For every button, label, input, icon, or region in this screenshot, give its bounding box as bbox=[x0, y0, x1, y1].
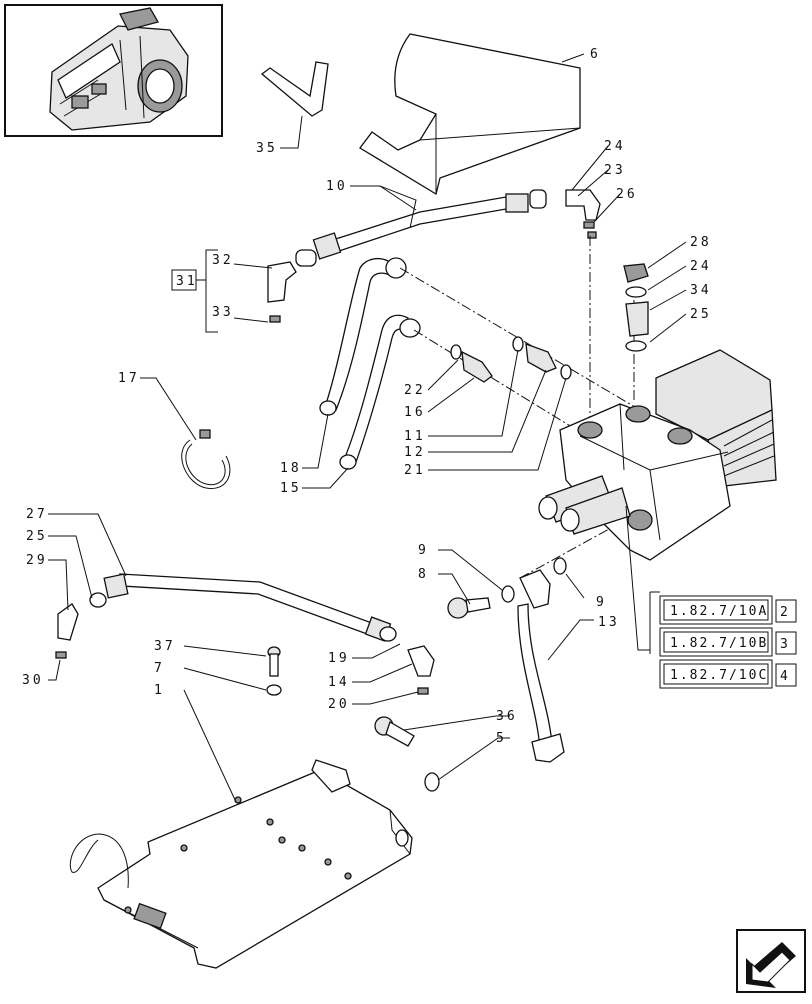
callout-18: 18 bbox=[280, 461, 302, 476]
leader-lines bbox=[48, 53, 687, 803]
reference-code: 1.82.7/10C bbox=[670, 668, 768, 683]
callout-5: 5 bbox=[496, 731, 507, 746]
reference-10b[interactable]: 1.82.7/10B 3 bbox=[659, 627, 797, 657]
callout-9-right: 9 bbox=[596, 595, 607, 610]
transmission-housing-thumbnail bbox=[4, 4, 223, 137]
callout-37: 37 bbox=[154, 639, 176, 654]
callout-12: 12 bbox=[404, 445, 426, 460]
reference-10a[interactable]: 1.82.7/10A 2 bbox=[659, 595, 797, 625]
pipe-part-13 bbox=[517, 569, 565, 763]
callout-30: 30 bbox=[22, 673, 44, 688]
next-page-arrow-icon[interactable] bbox=[736, 929, 806, 993]
callout-24-top: 24 bbox=[604, 139, 626, 154]
pipe-assembly-part-10 bbox=[295, 189, 601, 267]
group-bracket-31 bbox=[171, 249, 218, 333]
callout-20: 20 bbox=[328, 697, 350, 712]
reference-code: 1.82.7/10B bbox=[670, 636, 768, 651]
callout-labels: 6 35 10 24 23 26 32 31 33 28 24 34 25 17… bbox=[22, 47, 712, 746]
callout-29: 29 bbox=[26, 553, 48, 568]
callout-11: 11 bbox=[404, 429, 426, 444]
callout-34: 34 bbox=[690, 283, 712, 298]
screw-part-37-washer-part-7 bbox=[266, 646, 282, 696]
callout-7: 7 bbox=[154, 661, 165, 676]
callout-26: 26 bbox=[616, 187, 638, 202]
elbow-fitting-parts-32-33 bbox=[267, 261, 297, 323]
assembly-guide-lines bbox=[399, 236, 641, 579]
callout-1: 1 bbox=[154, 683, 165, 698]
callout-24-right: 24 bbox=[690, 259, 712, 274]
callout-10: 10 bbox=[326, 179, 348, 194]
cross-reference-table[interactable]: 1.82.7/10A 2 1.82.7/10B 3 1.82.7/10C 4 bbox=[649, 591, 797, 689]
reference-10c[interactable]: 1.82.7/10C 4 bbox=[659, 659, 797, 689]
fitting-stack-parts-28-24-34-25 bbox=[623, 263, 649, 352]
callout-35: 35 bbox=[256, 141, 278, 156]
cover-plate-part-6 bbox=[359, 33, 581, 196]
callout-33: 33 bbox=[212, 305, 234, 320]
control-valve-block bbox=[538, 349, 777, 561]
reference-sheet: 3 bbox=[780, 637, 791, 652]
callout-28: 28 bbox=[690, 235, 712, 250]
fittings-parts-22-16-11-12-21 bbox=[450, 336, 572, 383]
callout-27: 27 bbox=[26, 507, 48, 522]
callout-15: 15 bbox=[280, 481, 302, 496]
reference-sheet: 2 bbox=[780, 605, 791, 620]
reference-code: 1.82.7/10A bbox=[670, 604, 768, 619]
callout-19: 19 bbox=[328, 651, 350, 666]
callout-22: 22 bbox=[404, 383, 426, 398]
callout-25-right: 25 bbox=[690, 307, 712, 322]
pipes-parts-18-15 bbox=[319, 257, 421, 470]
callout-31: 31 bbox=[176, 274, 198, 289]
banjo-screw-part-8 bbox=[447, 557, 567, 619]
callout-25-left: 25 bbox=[26, 529, 48, 544]
reference-sheet: 4 bbox=[780, 669, 791, 684]
callout-8: 8 bbox=[418, 567, 429, 582]
callout-21: 21 bbox=[404, 463, 426, 478]
screw-part-36-washer-part-5 bbox=[374, 716, 440, 792]
callout-17: 17 bbox=[118, 371, 140, 386]
callout-13: 13 bbox=[598, 615, 620, 630]
callout-14: 14 bbox=[328, 675, 350, 690]
callout-36: 36 bbox=[496, 709, 518, 724]
callout-32: 32 bbox=[212, 253, 234, 268]
mounting-plate-part-1 bbox=[69, 759, 413, 969]
callout-9-left: 9 bbox=[418, 543, 429, 558]
bent-strap-part-35 bbox=[260, 61, 329, 117]
callout-23: 23 bbox=[604, 163, 626, 178]
pipe-assembly-part-27 bbox=[55, 573, 435, 695]
hose-clip-part-17 bbox=[181, 429, 231, 490]
callout-6: 6 bbox=[590, 47, 601, 62]
callout-16: 16 bbox=[404, 405, 426, 420]
